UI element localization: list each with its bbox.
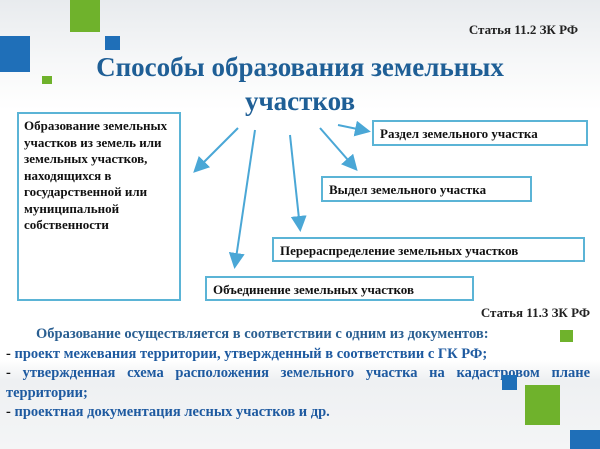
decor-square	[42, 76, 52, 84]
arrow-to-left-box	[193, 127, 239, 173]
documents-intro: Образование осуществляется в соответстви…	[36, 326, 489, 342]
arrow-to-division	[337, 120, 371, 137]
document-item: - проект межевания территории, утвержден…	[6, 345, 488, 362]
method-redistribution: Перераспределение земельных участков	[272, 237, 585, 262]
decor-square	[560, 330, 573, 342]
arrow-to-union	[228, 129, 256, 269]
method-union: Объединение земельных участков	[205, 276, 474, 301]
method-division: Раздел земельного участка	[372, 120, 588, 146]
method-allocation: Выдел земельного участка	[321, 176, 532, 202]
decor-square	[105, 36, 120, 50]
article-reference-2: Статья 11.3 ЗК РФ	[480, 305, 590, 320]
arrow-to-allocation	[319, 127, 358, 172]
article-reference: Статья 11.2 ЗК РФ	[468, 22, 578, 37]
decor-square	[570, 430, 600, 449]
arrow-to-redistribution	[289, 134, 307, 232]
decor-square	[502, 375, 517, 390]
decor-square	[0, 36, 30, 72]
page-title: Способы образования земельных участков	[96, 52, 504, 116]
decor-square	[70, 0, 100, 32]
document-item: - проектная документация лесных участков…	[6, 404, 330, 420]
source-land-box: Образование земельных участков из земель…	[17, 112, 181, 301]
document-item: - утвержденная схема расположения земель…	[6, 365, 591, 401]
documents-text: Образование осуществляется в соответстви…	[6, 325, 590, 423]
decor-square	[525, 385, 560, 425]
